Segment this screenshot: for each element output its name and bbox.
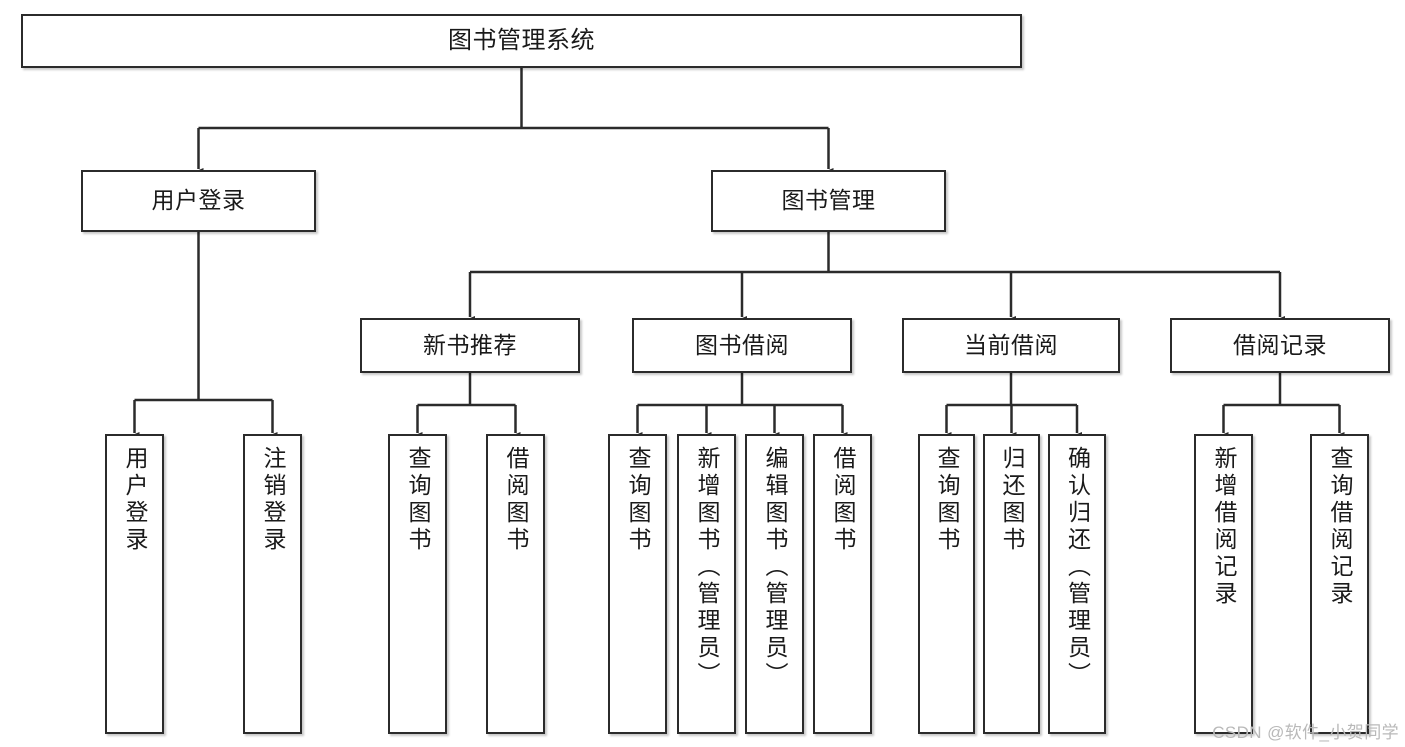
leaf-borrow-book-label: 借阅图书 xyxy=(830,446,856,554)
leaf-query-borrow-record-label: 查询借阅记录 xyxy=(1327,446,1353,608)
node-book-management-label: 图书管理 xyxy=(781,187,876,214)
leaf-query-borrow-record[interactable]: 查询借阅记录 xyxy=(1310,434,1369,734)
leaf-add-borrow-record[interactable]: 新增借阅记录 xyxy=(1194,434,1253,734)
leaf-add-book-admin[interactable]: 新增图书（管理员） xyxy=(677,434,736,734)
node-user-login-label: 用户登录 xyxy=(151,187,246,214)
node-root-label: 图书管理系统 xyxy=(448,26,595,54)
leaf-add-borrow-record-label: 新增借阅记录 xyxy=(1211,446,1237,608)
leaf-query-book-current[interactable]: 查询图书 xyxy=(918,434,975,734)
node-new-book-recommend-label: 新书推荐 xyxy=(423,331,517,358)
leaf-user-login-label: 用户登录 xyxy=(122,446,148,554)
node-book-borrow[interactable]: 图书借阅 xyxy=(632,318,852,373)
leaf-query-book-recommend[interactable]: 查询图书 xyxy=(388,434,447,734)
leaf-logout[interactable]: 注销登录 xyxy=(243,434,302,734)
leaf-query-book-borrow[interactable]: 查询图书 xyxy=(608,434,667,734)
leaf-query-book-borrow-label: 查询图书 xyxy=(625,446,651,554)
node-new-book-recommend[interactable]: 新书推荐 xyxy=(360,318,580,373)
leaf-borrow-book-recommend[interactable]: 借阅图书 xyxy=(486,434,545,734)
leaf-add-book-admin-label: 新增图书（管理员） xyxy=(694,446,720,689)
node-book-management[interactable]: 图书管理 xyxy=(711,170,946,232)
leaf-borrow-book-recommend-label: 借阅图书 xyxy=(503,446,529,554)
leaf-logout-label: 注销登录 xyxy=(260,446,286,554)
node-current-borrow[interactable]: 当前借阅 xyxy=(902,318,1120,373)
leaf-query-book-current-label: 查询图书 xyxy=(934,446,960,554)
leaf-edit-book-admin-label: 编辑图书（管理员） xyxy=(762,446,788,689)
leaf-return-book-label: 归还图书 xyxy=(999,446,1025,554)
leaf-borrow-book[interactable]: 借阅图书 xyxy=(813,434,872,734)
node-borrow-record-label: 借阅记录 xyxy=(1233,331,1327,358)
leaf-query-book-recommend-label: 查询图书 xyxy=(405,446,431,554)
node-current-borrow-label: 当前借阅 xyxy=(964,331,1058,358)
csdn-watermark: CSDN @软件_小贺同学 xyxy=(1212,723,1399,742)
leaf-confirm-return-admin-label: 确认归还（管理员） xyxy=(1064,446,1091,689)
node-borrow-record[interactable]: 借阅记录 xyxy=(1170,318,1390,373)
node-root[interactable]: 图书管理系统 xyxy=(21,14,1022,68)
leaf-edit-book-admin[interactable]: 编辑图书（管理员） xyxy=(745,434,804,734)
leaf-return-book[interactable]: 归还图书 xyxy=(983,434,1040,734)
leaf-user-login[interactable]: 用户登录 xyxy=(105,434,164,734)
node-book-borrow-label: 图书借阅 xyxy=(695,331,789,358)
leaf-confirm-return-admin[interactable]: 确认归还（管理员） xyxy=(1048,434,1106,734)
node-user-login[interactable]: 用户登录 xyxy=(81,170,316,232)
